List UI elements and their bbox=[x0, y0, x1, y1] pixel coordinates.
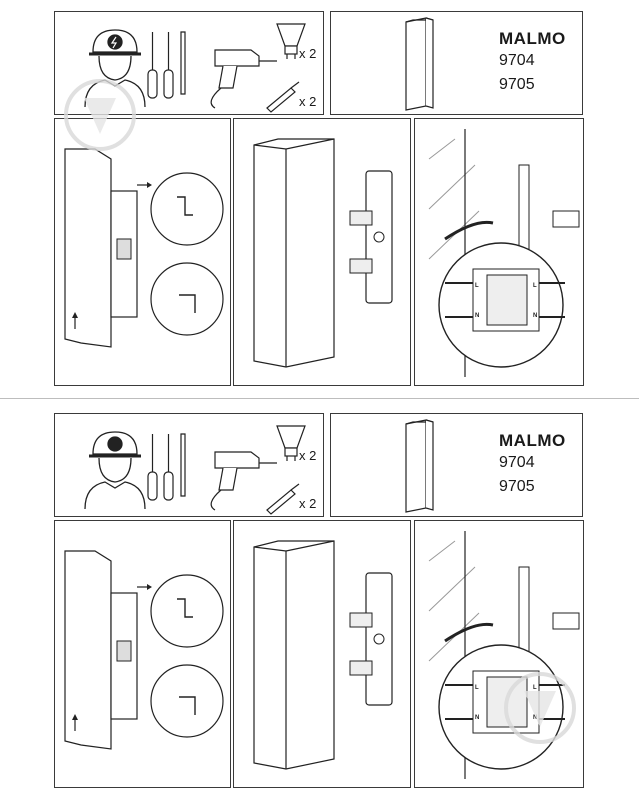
wire-label-n-right: N bbox=[533, 313, 538, 319]
wall-plug-screw-icon bbox=[266, 483, 300, 515]
screwdriver-icon bbox=[147, 31, 186, 99]
product-panel: MALMO 9704 9705 bbox=[330, 413, 583, 517]
wire-label-n-left: N bbox=[475, 313, 480, 319]
step-3-panel: L L N N bbox=[414, 520, 584, 788]
step-2-illustration bbox=[253, 138, 393, 368]
step-2-panel bbox=[233, 520, 411, 788]
drill-icon bbox=[210, 451, 277, 511]
step-3-illustration bbox=[428, 129, 580, 377]
tools-illustration bbox=[84, 425, 306, 515]
wire-label-l-left: L bbox=[475, 685, 479, 691]
wire-label-n-right: N bbox=[533, 715, 538, 721]
wire-label-l-right: L bbox=[533, 283, 537, 289]
product-name: MALMO bbox=[499, 431, 566, 450]
product-panel: MALMO 9704 9705 bbox=[330, 11, 583, 115]
tools-panel: x 2 x 2 bbox=[54, 11, 324, 115]
step-1-illustration bbox=[64, 148, 224, 348]
lamp-product-drawing bbox=[405, 17, 434, 111]
step-1-panel bbox=[54, 520, 231, 788]
product-code-2: 9705 bbox=[499, 76, 535, 93]
electrician-icon bbox=[84, 431, 146, 510]
drill-icon bbox=[210, 49, 277, 109]
screwdriver-icon bbox=[147, 433, 186, 501]
instruction-sheet-bottom: x 2 x 2 MALMO 9704 9705 1 2 bbox=[0, 400, 639, 799]
page-divider bbox=[0, 398, 639, 399]
wire-label-n-left: N bbox=[475, 715, 480, 721]
product-code-1: 9704 bbox=[499, 52, 535, 69]
wall-plug-screw-icon bbox=[266, 81, 300, 113]
step-2-panel bbox=[233, 118, 411, 386]
screw-quantity: x 2 bbox=[299, 496, 317, 511]
tools-illustration bbox=[84, 23, 306, 113]
step-2-illustration bbox=[253, 540, 393, 770]
step-1-illustration bbox=[64, 550, 224, 750]
bulb-quantity: x 2 bbox=[299, 46, 317, 61]
product-code-1: 9704 bbox=[499, 454, 535, 471]
instruction-sheet-top: x 2 x 2 MALMO 9704 9705 1 2 bbox=[0, 0, 639, 399]
step-3-illustration bbox=[428, 531, 580, 779]
wire-label-l-right: L bbox=[533, 685, 537, 691]
bulb-quantity: x 2 bbox=[299, 448, 317, 463]
step-1-panel bbox=[54, 118, 231, 386]
product-code-2: 9705 bbox=[499, 478, 535, 495]
product-name: MALMO bbox=[499, 29, 566, 48]
wire-label-l-left: L bbox=[475, 283, 479, 289]
lamp-product-drawing bbox=[405, 419, 434, 513]
screw-quantity: x 2 bbox=[299, 94, 317, 109]
electrician-icon bbox=[84, 29, 146, 108]
gu10-bulb-icon bbox=[276, 23, 306, 59]
step-3-panel: L L N N bbox=[414, 118, 584, 386]
tools-panel: x 2 x 2 bbox=[54, 413, 324, 517]
gu10-bulb-icon bbox=[276, 425, 306, 461]
